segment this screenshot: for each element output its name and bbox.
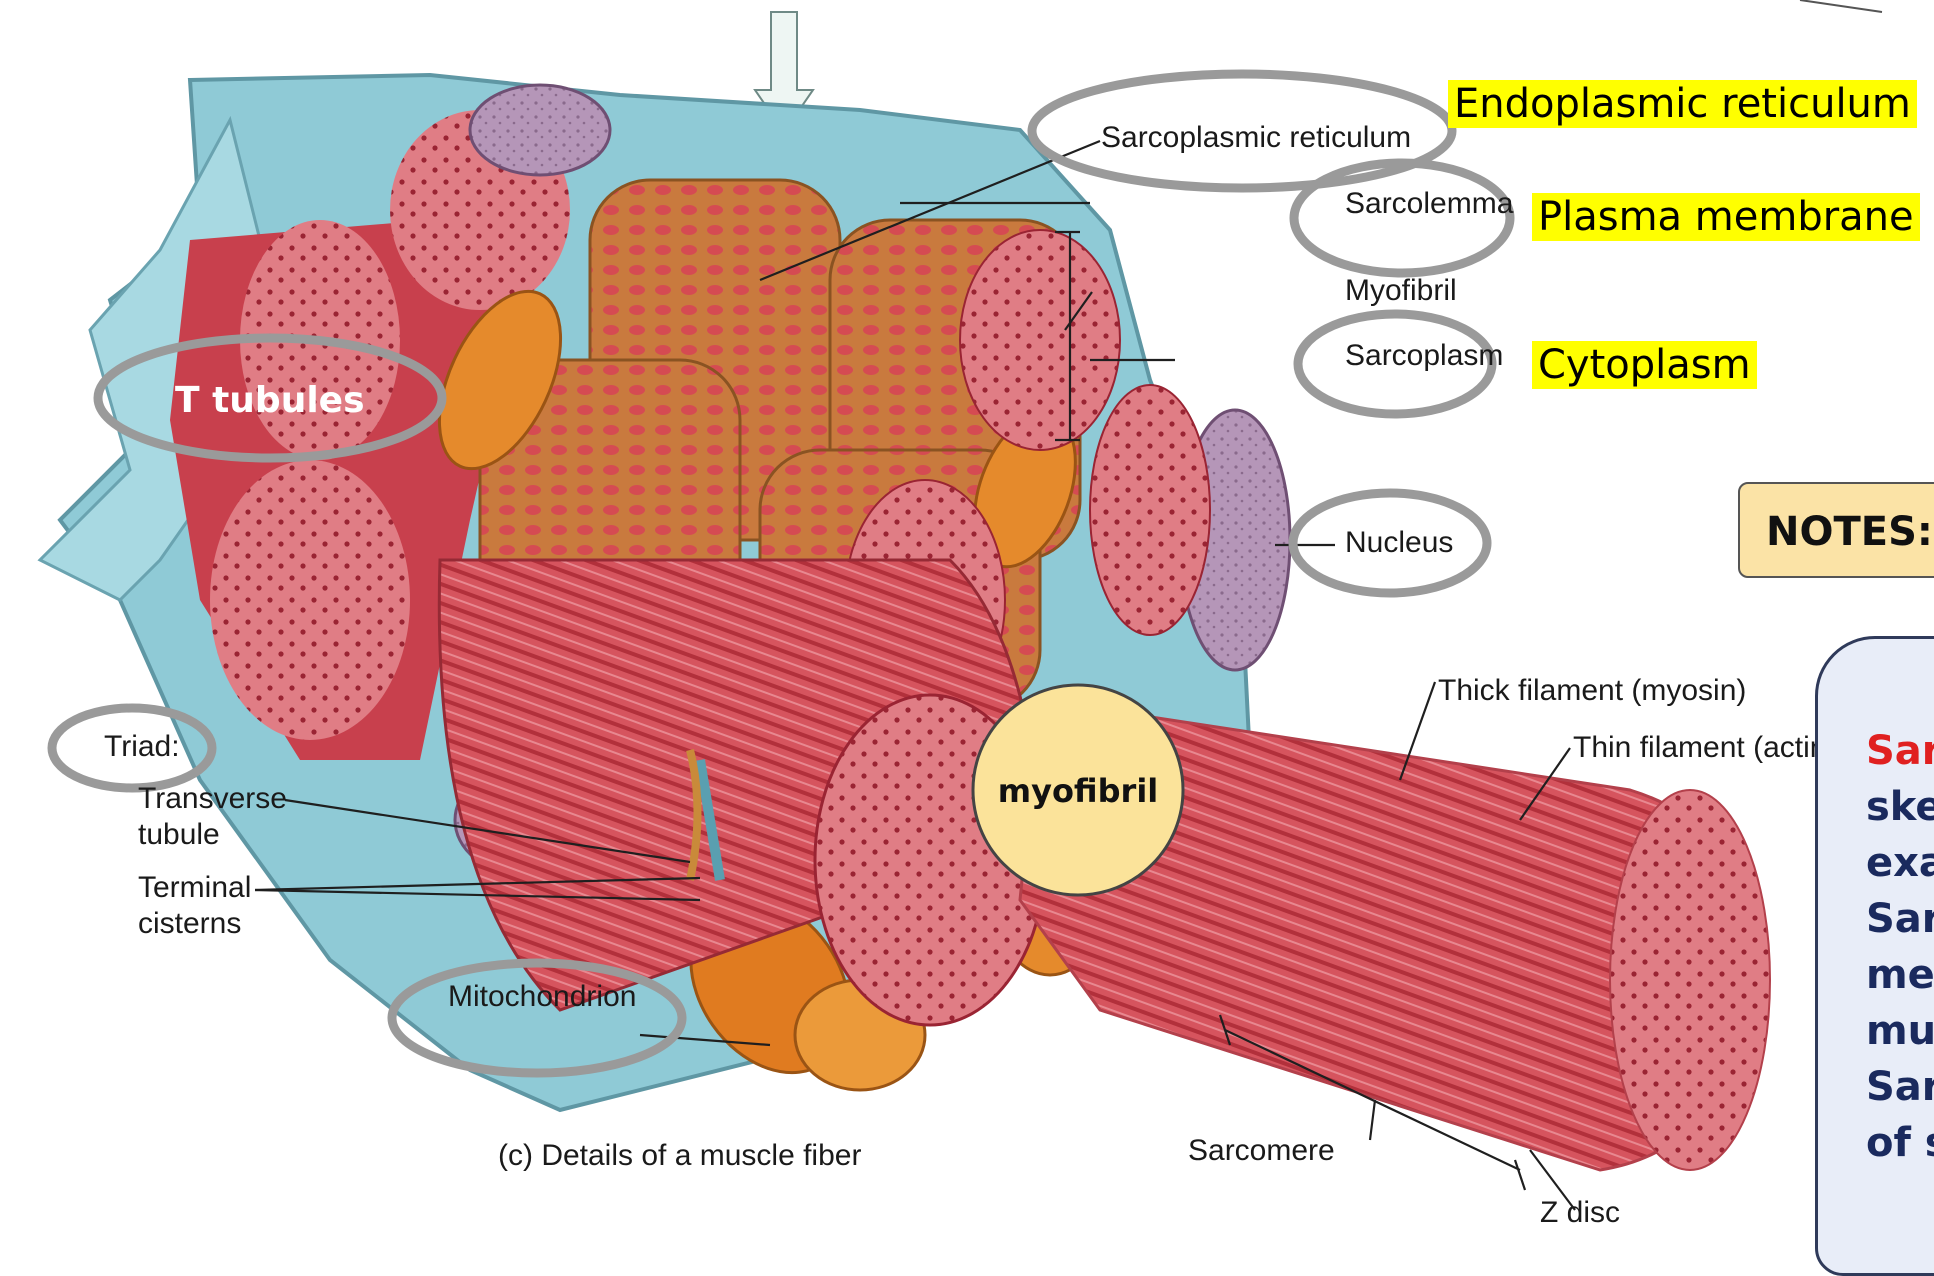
label-transverse-tubule-line2: tubule	[138, 818, 220, 851]
label-nucleus: Nucleus	[1345, 526, 1453, 559]
label-thin-filament: Thin filament (actin)	[1573, 731, 1836, 764]
notes-line: Sar	[1866, 891, 1934, 947]
notes-line: mu	[1866, 1003, 1934, 1059]
label-triad: Triad:	[104, 730, 180, 763]
nucleus-shape	[470, 85, 610, 175]
label-sarcomere: Sarcomere	[1188, 1134, 1335, 1167]
notes-line: ske	[1866, 779, 1934, 835]
label-transverse-tubule-line1: Transverse	[138, 782, 287, 815]
label-myofibril: Myofibril	[1345, 274, 1457, 307]
notes-heading-box: NOTES:	[1738, 482, 1934, 578]
notes-line: of s	[1866, 1115, 1934, 1171]
label-sarcolemma: Sarcolemma	[1345, 187, 1514, 220]
notes-line: exa	[1866, 835, 1934, 891]
label-mitochondrion: Mitochondrion	[448, 980, 636, 1013]
plasma-membrane-annotation: Plasma membrane	[1532, 193, 1920, 241]
figure-caption: (c) Details of a muscle fiber	[498, 1139, 861, 1172]
label-sarcoplasm: Sarcoplasm	[1345, 339, 1503, 372]
myofibril-end	[210, 460, 410, 740]
corner-line	[1800, 0, 1882, 12]
cytoplasm-annotation: Cytoplasm	[1532, 341, 1757, 389]
muscle-fiber-illustration: myofibril Sarcoplasmic reticulum Sarcole…	[0, 0, 1934, 1232]
notes-line: me	[1866, 947, 1934, 1003]
label-terminal-cisterns-line2: cisterns	[138, 907, 241, 940]
notes-line: Sar	[1866, 1059, 1934, 1115]
notes-panel: Sar ske exa Sar me mu Sar of s	[1815, 636, 1934, 1276]
label-thick-filament: Thick filament (myosin)	[1438, 674, 1746, 707]
filament-bundle-end	[1610, 790, 1770, 1170]
myofibril-end	[960, 230, 1120, 450]
myofibril-circle-label: myofibril	[998, 772, 1159, 810]
label-sarcoplasmic-reticulum: Sarcoplasmic reticulum	[1101, 121, 1411, 154]
endoplasmic-reticulum-annotation: Endoplasmic reticulum	[1448, 80, 1917, 128]
label-terminal-cisterns-line1: Terminal	[138, 871, 251, 904]
t-tubules-annotation: T tubules	[175, 380, 365, 421]
label-z-disc: Z disc	[1540, 1196, 1620, 1229]
myofibril-end	[1090, 385, 1210, 635]
notes-line: Sar	[1866, 723, 1934, 779]
notes-heading: NOTES:	[1766, 509, 1933, 555]
